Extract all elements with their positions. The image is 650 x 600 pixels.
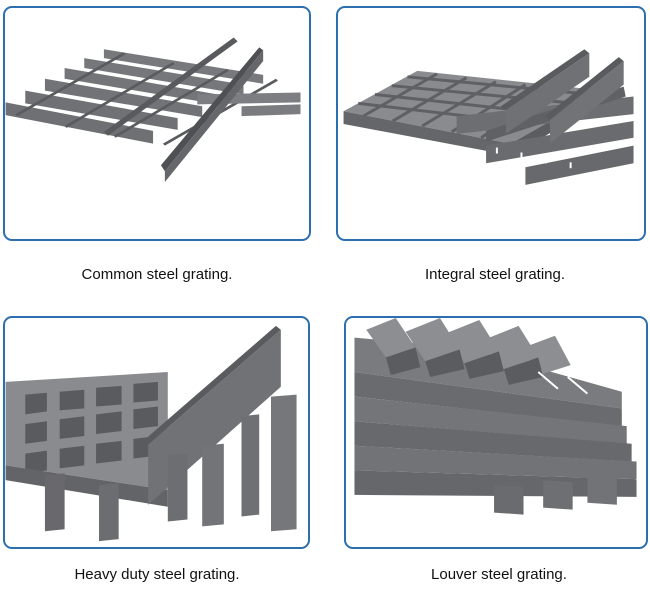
caption-integral: Integral steel grating. — [424, 266, 566, 283]
common-grating-image — [5, 37, 301, 182]
caption-common: Common steel grating. — [81, 266, 233, 283]
caption-heavy-duty: Heavy duty steel grating. — [74, 566, 240, 583]
product-card-louver[interactable] — [344, 316, 648, 549]
caption-louver: Louver steel grating. — [431, 566, 567, 583]
product-card-common[interactable] — [3, 6, 311, 241]
product-card-integral[interactable] — [336, 6, 646, 241]
integral-grating-image — [343, 49, 634, 185]
product-card-heavy-duty[interactable] — [3, 316, 310, 549]
heavy-duty-grating-image — [5, 325, 297, 542]
louver-grating-image — [354, 318, 637, 515]
